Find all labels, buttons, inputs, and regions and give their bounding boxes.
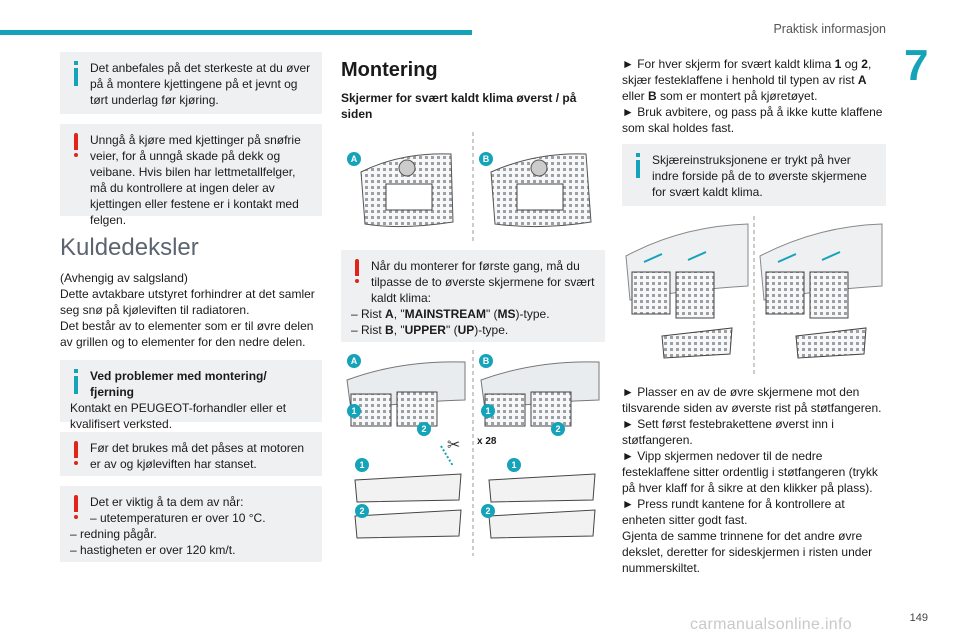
- figure-cutting-screens: ✂ A B 1 2 1 2 1 2 1 2 x 28: [341, 350, 605, 556]
- warning-item: – hastigheten er over 120 km/t.: [70, 543, 236, 557]
- warning-text: Unngå å kjøre med kjettinger på snøfrie …: [90, 133, 301, 227]
- screen-number-2: 2: [481, 504, 495, 518]
- info-title: Ved problemer med montering/ fjerning: [90, 369, 267, 399]
- column-middle: Montering Skjermer for svært kaldt klima…: [341, 58, 605, 556]
- warning-lead: Det er viktig å ta dem av når:: [90, 495, 244, 509]
- body-paragraph: Dette avtakbare utstyret forhindrer at d…: [60, 287, 315, 317]
- screen-number-1: 1: [507, 458, 521, 472]
- mounting-step: ► Vipp skjermen nedover til de nedre fes…: [622, 449, 878, 495]
- screen-number-2: 2: [417, 422, 431, 436]
- screen-number-2: 2: [551, 422, 565, 436]
- body-paragraph: (Avhengig av salgsland): [60, 271, 188, 285]
- mounting-steps: ► Plasser en av de øvre skjermene mot de…: [622, 384, 886, 576]
- cut-count: x 28: [477, 436, 497, 447]
- mounting-step: ► Press rundt kantene for å kontrollere …: [622, 497, 845, 527]
- info-icon: [632, 153, 644, 181]
- watermark: carmanualsonline.info: [690, 616, 852, 633]
- grille-illustration: [360, 132, 592, 242]
- warning-item: – redning pågår.: [70, 527, 157, 541]
- chapter-number: 7: [904, 41, 929, 90]
- body-paragraph: Det består av to elementer som er til øv…: [60, 319, 314, 349]
- step-use-cutters: ► Bruk avbitere, og pass på å ikke kutte…: [622, 105, 883, 135]
- mounting-step: ► Sett først festebrakettene øverst inn …: [622, 417, 834, 447]
- figure-label-a: A: [347, 152, 361, 166]
- screen-number-1: 1: [481, 404, 495, 418]
- screen-number-1: 1: [355, 458, 369, 472]
- info-icon: [70, 61, 82, 89]
- warning-box-engine-off: Før det brukes må det påses at motoren e…: [60, 432, 322, 476]
- mounting-step: Gjenta de samme trinnene for det andre ø…: [622, 529, 873, 575]
- svg-text:✂: ✂: [447, 435, 460, 454]
- warning-icon: [70, 441, 82, 469]
- cutting-illustration: ✂: [346, 350, 600, 556]
- screen-number-1: 1: [347, 404, 361, 418]
- info-text: Det anbefales på det sterkeste at du øve…: [90, 61, 311, 107]
- column-right: ► For hver skjerm for svært kaldt klima …: [622, 56, 886, 576]
- screen-number-2: 2: [355, 504, 369, 518]
- page-number: 149: [909, 612, 928, 624]
- mounting-step: ► Plasser en av de øvre skjermene mot de…: [622, 385, 882, 415]
- info-text: Skjæreinstruksjonene er trykt på hver in…: [652, 153, 867, 199]
- warning-text: Før det brukes må det påses at motoren e…: [90, 441, 305, 471]
- figure-label-b: B: [479, 152, 493, 166]
- info-icon: [70, 369, 82, 397]
- header-title: Praktisk informasjon: [773, 22, 886, 36]
- warning-item: – utetemperaturen er over 10 °C.: [90, 511, 266, 525]
- figure-mounting-screens: [622, 216, 886, 376]
- step-cut-tabs: ► For hver skjerm for svært kaldt klima …: [622, 57, 872, 103]
- warning-item: – Rist B, "UPPER" (UP)-type.: [351, 323, 509, 337]
- header-accent-bar: [0, 30, 472, 35]
- section-body: (Avhengig av salgsland) Dette avtakbare …: [60, 270, 322, 350]
- info-box-practice: Det anbefales på det sterkeste at du øve…: [60, 52, 322, 114]
- mounting-illustration: [625, 216, 883, 376]
- figure-grilles: A B: [341, 132, 605, 242]
- warning-item: – Rist A, "MAINSTREAM" (MS)-type.: [351, 307, 550, 321]
- warning-icon: [70, 495, 82, 523]
- warning-icon: [70, 133, 82, 161]
- warning-lead: Når du monterer for første gang, må du t…: [371, 259, 595, 305]
- info-box-mounting-problems: Ved problemer med montering/ fjerning Ko…: [60, 360, 322, 431]
- warning-icon: [351, 259, 363, 287]
- info-text: Kontakt en PEUGEOT-forhandler eller et k…: [70, 401, 287, 431]
- section-title-kuldedeksler: Kuldedeksler: [60, 234, 199, 261]
- warning-box-snowfree: Unngå å kjøre med kjettinger på snøfrie …: [60, 124, 322, 227]
- section-title-montering: Montering: [341, 59, 438, 81]
- subsection-title: Skjermer for svært kaldt klima øverst / …: [341, 91, 577, 121]
- figure-label-b: B: [479, 354, 493, 368]
- column-left: Det anbefales på det sterkeste at du øve…: [60, 52, 322, 562]
- figure-label-a: A: [347, 354, 361, 368]
- warning-box-first-mount: Når du monterer for første gang, må du t…: [341, 250, 605, 342]
- warning-box-remove-when: Det er viktig å ta dem av når: – utetemp…: [60, 486, 322, 562]
- info-box-cut-instructions: Skjæreinstruksjonene er trykt på hver in…: [622, 144, 886, 206]
